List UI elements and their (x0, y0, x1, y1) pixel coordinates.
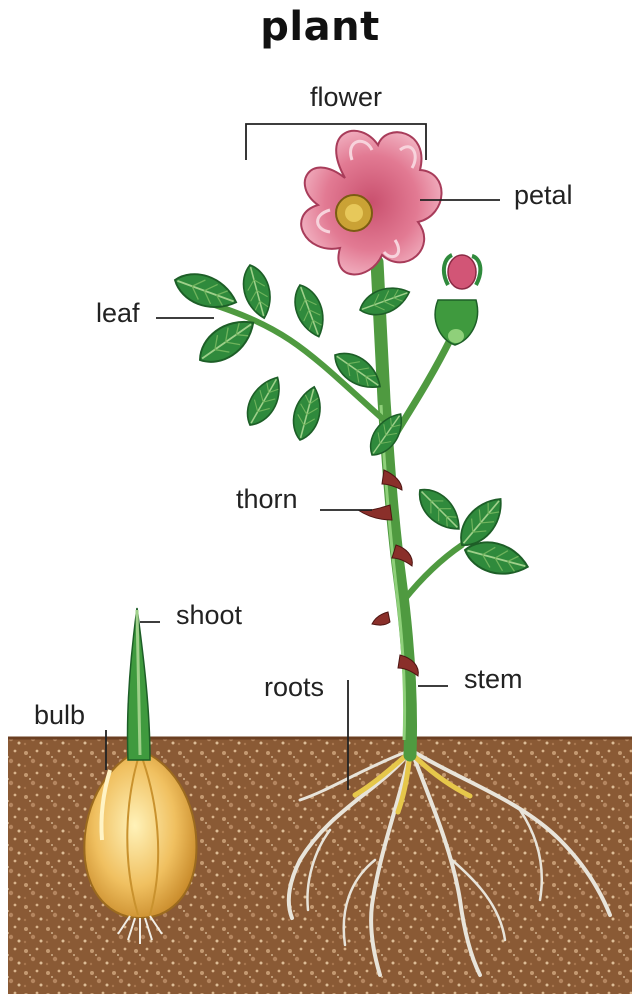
label-roots: roots (264, 672, 324, 703)
lower-branch (404, 545, 462, 600)
label-leaf: leaf (96, 298, 140, 329)
shoot-illustration (127, 608, 150, 760)
label-petal: petal (514, 180, 573, 211)
rose-flower (301, 131, 441, 275)
label-stem: stem (464, 664, 523, 695)
label-flower: flower (310, 82, 382, 113)
label-shoot: shoot (176, 600, 242, 631)
page-title: plant (0, 4, 640, 50)
label-bulb: bulb (34, 700, 85, 731)
leaf-cluster-right (411, 481, 531, 581)
rose-bud (435, 255, 480, 345)
label-thorn: thorn (236, 484, 298, 515)
